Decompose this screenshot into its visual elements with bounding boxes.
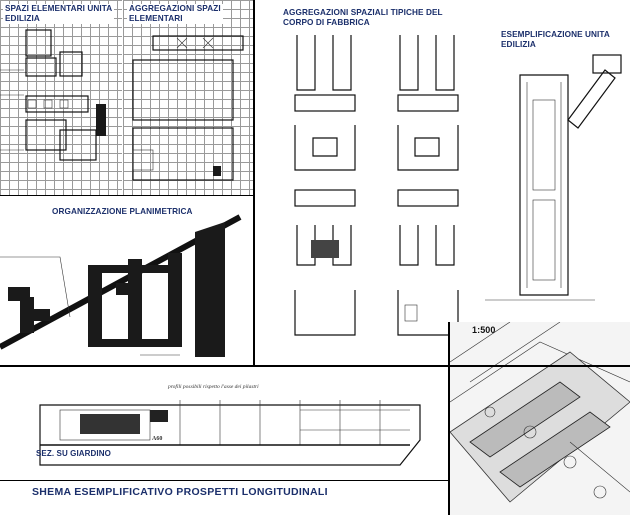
- axon-scale-label: 1:500: [472, 325, 496, 335]
- divider: [0, 365, 630, 367]
- panel-corpo-title: AGGREGAZIONI SPAZIALI TIPICHE DEL CORPO …: [283, 8, 443, 28]
- section-level-label: A60: [152, 436, 163, 442]
- esemplificazione-plan-drawing: [485, 54, 622, 301]
- section-drawing: [39, 400, 421, 466]
- panel-esemplificazione: ESEMPLIFICAZIONE UNITA EDILIZIA: [475, 0, 630, 320]
- panel-sezione-giardino: profili possibili rispetto l'asse dei pi…: [0, 370, 448, 480]
- aggregazioni-title-line1: AGGREGAZIONI SPAZI: [129, 4, 221, 13]
- divider: [448, 322, 450, 515]
- spazi-plan-drawing: [0, 29, 106, 161]
- panel-aggregazioni-spazi: AGGREGAZIONI SPAZI ELEMENTARI: [123, 0, 253, 195]
- aggregazioni-title-line2: ELEMENTARI: [129, 14, 183, 23]
- panel-esemplificazione-title: ESEMPLIFICAZIONE UNITA EDILIZIA: [501, 30, 610, 50]
- divider: [253, 0, 255, 365]
- panel-organizzazione: ORGANIZZAZIONE PLANIMETRICA: [0, 197, 253, 365]
- panel-assonometria: 1:500: [450, 322, 630, 515]
- corpo-variants-drawing: [294, 35, 459, 336]
- footer-caption: SHEMA ESEMPLIFICATIVO PROSPETTI LONGITUD…: [32, 486, 328, 498]
- esemplificazione-title-line1: ESEMPLIFICAZIONE UNITA: [501, 30, 610, 39]
- organizzazione-site-plan: [0, 214, 242, 357]
- axonometric-drawing: [450, 322, 630, 503]
- panel-corpo-di-fabbrica: AGGREGAZIONI SPAZIALI TIPICHE DEL CORPO …: [255, 0, 475, 355]
- aggregazioni-plan-drawing: [132, 35, 244, 181]
- corpo-title-line1: AGGREGAZIONI SPAZIALI TIPICHE DEL: [283, 8, 443, 17]
- section-title: SEZ. SU GIARDINO: [36, 449, 111, 458]
- spazi-title-line1: SPAZI ELEMENTARI UNITA: [5, 4, 113, 13]
- spazi-title-line2: EDILIZIA: [5, 14, 40, 23]
- panel-spazi-elementari: SPAZI ELEMENTARI UNITA EDILIZIA: [0, 0, 122, 195]
- section-annotation: profili possibili rispetto l'asse dei pi…: [168, 384, 259, 390]
- panel-aggregazioni-title: AGGREGAZIONI SPAZI ELEMENTARI: [127, 4, 223, 24]
- esemplificazione-title-line2: EDILIZIA: [501, 40, 536, 49]
- organizzazione-title: ORGANIZZAZIONE PLANIMETRICA: [52, 207, 193, 216]
- panel-spazi-title: SPAZI ELEMENTARI UNITA EDILIZIA: [3, 4, 115, 24]
- corpo-title-line2: CORPO DI FABBRICA: [283, 18, 370, 27]
- divider: [0, 195, 253, 196]
- divider: [0, 480, 448, 481]
